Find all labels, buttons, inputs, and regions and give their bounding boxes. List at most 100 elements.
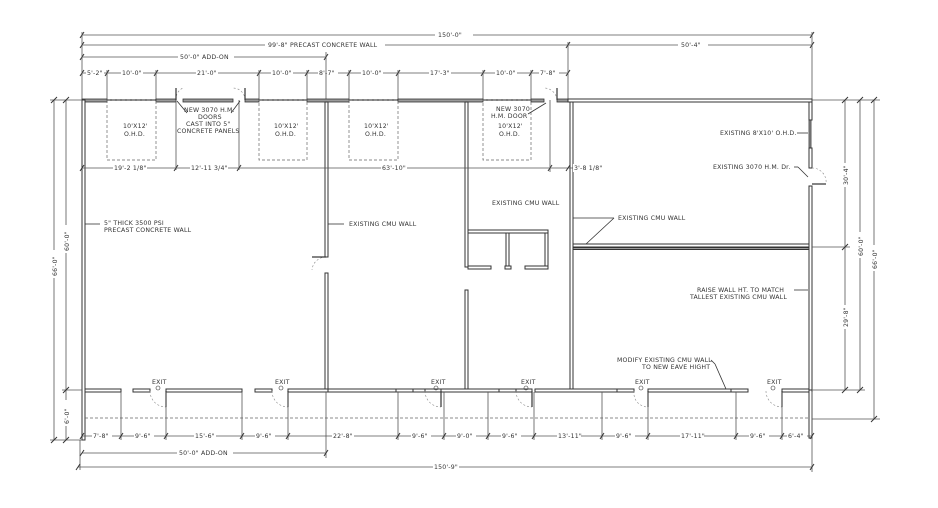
ohd-2-size: 10'X12': [274, 123, 299, 130]
top-dimensions: 150'-0" 99'-8" PRECAST CONCRETE WALL 50'…: [79, 30, 815, 100]
ohd-1-size: 10'X12': [123, 123, 148, 130]
svg-text:NEW 3070 H.M.: NEW 3070 H.M.: [184, 107, 235, 114]
building-walls: [81, 98, 813, 441]
exit-door-6: EXIT: [765, 379, 783, 408]
dim-right-interior: 3'-8 1/8": [574, 165, 602, 172]
dim-bottom-seg-13: 6'-4": [788, 433, 804, 440]
dim-bottom-seg-6: 9'-6": [412, 433, 428, 440]
dim-bottom-seg-4: 9'-6": [256, 433, 272, 440]
svg-text:EXISTING CMU WALL: EXISTING CMU WALL: [618, 215, 686, 222]
exit-light-icon: [523, 385, 529, 391]
door-swing-icon: [175, 87, 184, 101]
note-precast-wall: 5" THICK 3500 PSI PRECAST CONCRETE WALL: [85, 220, 192, 234]
exit-light-icon: [278, 385, 284, 391]
door-swing-icon: [311, 256, 327, 271]
ohd-4-type: O.H.D.: [499, 131, 520, 138]
note-cmu-wall-2: EXISTING CMU WALL: [492, 200, 560, 207]
dim-top-seg-8: 10'-0": [496, 70, 516, 77]
ohd-3-size: 10'X12': [364, 123, 389, 130]
ohd-1-type: O.H.D.: [124, 131, 145, 138]
interior-dimensions: 19'-2 1/8" 12'-11 3/4" 63'-10" 3'-8 1/8": [79, 100, 607, 172]
dim-overall-top: 150'-0": [438, 32, 462, 39]
dim-bottom-seg-11: 17'-11": [681, 433, 705, 440]
precast-panel: [530, 98, 545, 103]
ohd-4: [482, 99, 532, 161]
note-cmu-wall-1: EXISTING CMU WALL: [328, 221, 417, 228]
ohd-2-type: O.H.D.: [275, 131, 296, 138]
exit-door-3: EXIT: [424, 379, 446, 408]
dim-bottom-seg-9: 13'-11": [558, 433, 582, 440]
dim-top-seg-9: 7'-8": [540, 70, 556, 77]
dim-bottom-seg-5: 22'-8": [333, 433, 353, 440]
dim-right-overall: 66'-0": [872, 249, 879, 269]
svg-text:CAST INTO 5": CAST INTO 5": [186, 121, 230, 128]
ohd-3: [348, 99, 399, 161]
ohd-2: [258, 99, 308, 161]
note-new-doors: NEW 3070 H.M. DOORS CAST INTO 5" CONCRET…: [176, 100, 241, 135]
note-existing-door: EXISTING 3070 H.M. Dr.: [713, 164, 809, 178]
note-raise-wall: RAISE WALL HT. TO MATCH TALLEST EXISTING…: [689, 287, 808, 301]
exit-label: EXIT: [431, 379, 446, 386]
exit-label: EXIT: [275, 379, 290, 386]
dim-left-overall: 66'-0": [52, 256, 59, 276]
svg-text:CONCRETE PANELS: CONCRETE PANELS: [177, 128, 239, 135]
door-swing-icon: [232, 87, 246, 101]
note-cmu-wall-3: EXISTING CMU WALL: [573, 215, 686, 245]
dim-bottom-seg-7: 9'-0": [457, 433, 473, 440]
dim-bottom-seg-8: 9'-6": [502, 433, 518, 440]
svg-text:EXISTING 3070 H.M. Dr.: EXISTING 3070 H.M. Dr.: [713, 164, 791, 171]
svg-text:TALLEST EXISTING CMU WALL: TALLEST EXISTING CMU WALL: [689, 294, 787, 301]
dim-top-seg-6: 10'-0": [362, 70, 382, 77]
svg-text:H.M. DOOR: H.M. DOOR: [491, 113, 528, 120]
exit-door-4: EXIT: [515, 379, 536, 408]
exit-door-2: EXIT: [271, 379, 290, 408]
svg-text:MODIFY EXISTING CMU WALL: MODIFY EXISTING CMU WALL: [617, 357, 712, 364]
annotations: NEW 3070 H.M. DOORS CAST INTO 5" CONCRET…: [85, 100, 809, 390]
left-dimensions: 66'-0" 60'-0" 6'-0": [50, 96, 82, 444]
ohd-1: [106, 99, 157, 161]
dim-add-on-bottom: 50'-0" ADD-ON: [179, 450, 228, 457]
dim-right-lower: 29'-8": [843, 307, 850, 327]
dim-left-interior: 19'-2 1/8": [114, 165, 147, 172]
right-dimensions: 30'-4" 29'-8" 60'-0" 66'-0": [812, 96, 880, 423]
svg-text:DOORS: DOORS: [198, 114, 222, 121]
dim-middle-interior: 63'-10": [382, 165, 406, 172]
dim-right-main: 60'-0": [858, 236, 865, 256]
dim-bottom-seg-3: 15'-6": [195, 433, 215, 440]
svg-text:NEW 3070: NEW 3070: [496, 106, 530, 113]
dim-left-main: 60'-0": [64, 231, 71, 251]
dim-door-span: 12'-11 3/4": [191, 165, 228, 172]
dim-precast-wall: 99'-8" PRECAST CONCRETE WALL: [268, 42, 378, 49]
svg-text:EXISTING 8'X10' O.H.D.: EXISTING 8'X10' O.H.D.: [720, 130, 797, 137]
svg-text:EXISTING CMU WALL: EXISTING CMU WALL: [492, 200, 560, 207]
svg-text:5" THICK 3500 PSI: 5" THICK 3500 PSI: [104, 220, 164, 227]
precast-panel: [556, 98, 569, 103]
exit-label: EXIT: [767, 379, 782, 386]
dim-top-seg-3: 21'-0": [197, 70, 217, 77]
svg-text:PRECAST CONCRETE WALL: PRECAST CONCRETE WALL: [104, 227, 192, 234]
svg-text:RAISE WALL HT. TO MATCH: RAISE WALL HT. TO MATCH: [697, 287, 784, 294]
dim-bottom-seg-12: 9'-6": [750, 433, 766, 440]
note-new-door: NEW 3070 H.M. DOOR: [491, 102, 547, 120]
dim-bottom-seg-1: 7'-8": [93, 433, 109, 440]
svg-text:EXISTING CMU WALL: EXISTING CMU WALL: [349, 221, 417, 228]
precast-panel: [244, 98, 260, 103]
exit-light-icon: [638, 385, 644, 391]
exit-light-icon: [155, 385, 161, 391]
top-doors: [175, 87, 827, 271]
bottom-wall: [84, 388, 810, 393]
ohd-4-size: 10'X12': [498, 123, 523, 130]
door-swing-icon: [543, 87, 558, 101]
exit-label: EXIT: [152, 379, 167, 386]
overhead-doors: 10'X12' O.H.D. 10'X12' O.H.D. 10'X12' O.…: [106, 99, 532, 161]
dim-top-seg-1: 5'-2": [87, 70, 103, 77]
dim-add-on-top: 50'-0" ADD-ON: [180, 54, 229, 61]
dim-top-seg-7: 17'-3": [430, 70, 450, 77]
dim-right-segment: 50'-4": [681, 42, 701, 49]
exit-label: EXIT: [521, 379, 536, 386]
dim-top-seg-5: 8'-7": [319, 70, 335, 77]
dim-bottom-seg-2: 9'-6": [135, 433, 151, 440]
exit-door-1: EXIT: [149, 379, 167, 408]
dim-bottom-seg-10: 9'-6": [616, 433, 632, 440]
